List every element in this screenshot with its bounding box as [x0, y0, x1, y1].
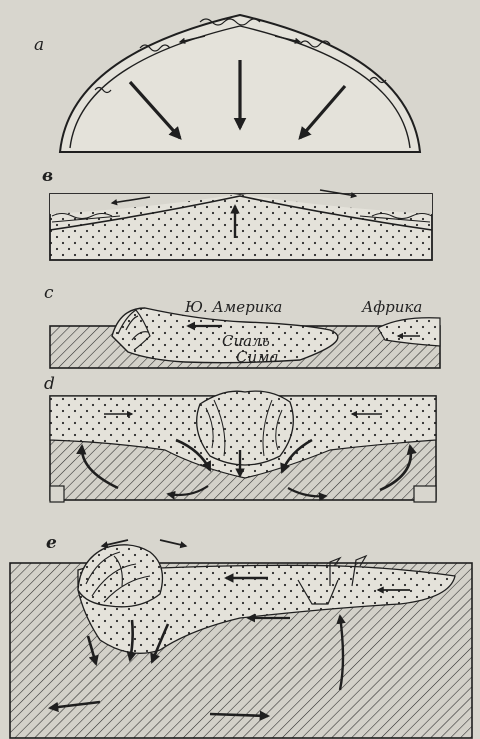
- panel-c: c Ю. Америка Африка Сиаль Сима: [44, 283, 440, 368]
- label-sima: Сима: [236, 348, 279, 366]
- central-fold-mass: [197, 391, 294, 465]
- base-notch-left: [50, 486, 64, 502]
- panel-a: a: [34, 15, 420, 152]
- arrow-e-crust-right: [160, 540, 186, 546]
- panel-a-label: a: [34, 35, 44, 55]
- panel-e: e: [10, 533, 472, 738]
- panel-c-label: c: [44, 283, 54, 303]
- panel-d: d: [44, 374, 436, 502]
- panel-b: в: [42, 166, 432, 260]
- panel-d-label: d: [44, 374, 55, 394]
- panel-b-label: в: [42, 166, 53, 186]
- label-africa: Африка: [361, 298, 422, 316]
- label-south-america: Ю. Америка: [184, 298, 282, 316]
- base-notch-right: [414, 486, 436, 502]
- panel-e-label: e: [46, 533, 57, 553]
